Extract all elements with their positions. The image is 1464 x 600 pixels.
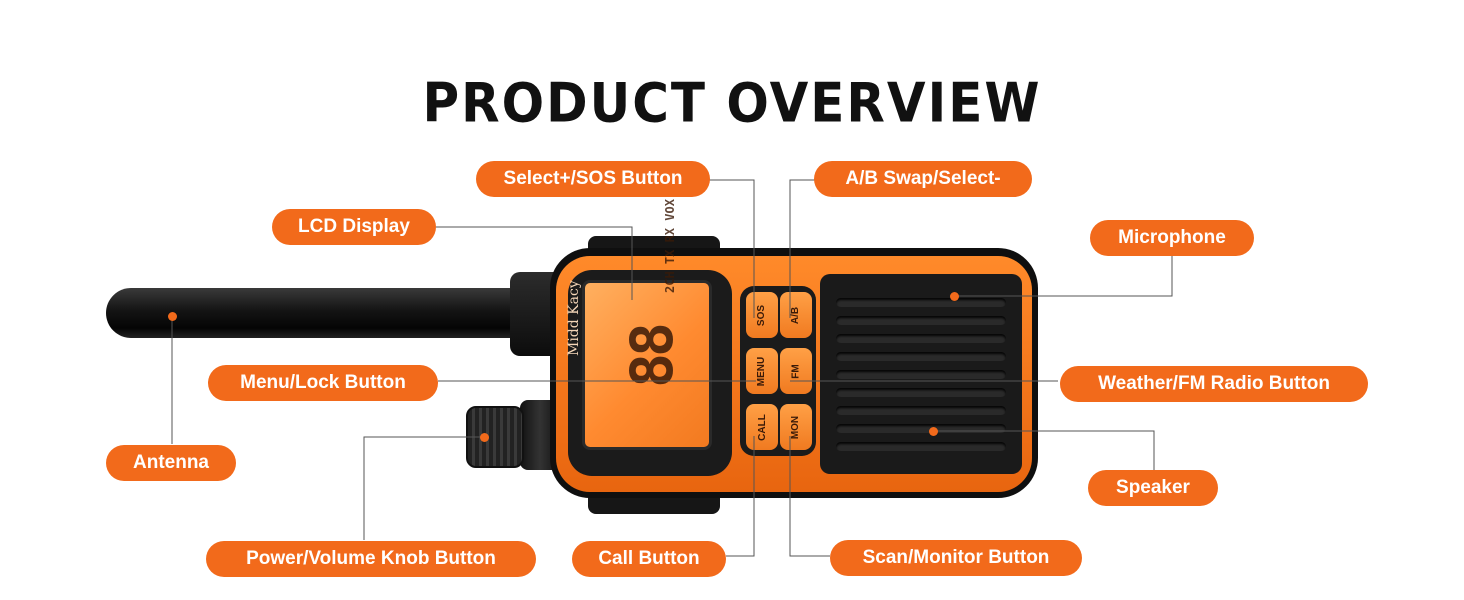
- menu-key: MENU: [746, 348, 778, 394]
- microphone-dot: [950, 292, 959, 301]
- speaker-grille-slot: [836, 406, 1006, 415]
- line-scan-monitor: [789, 436, 830, 557]
- speaker-grille-slot: [836, 316, 1006, 325]
- knob-dot: [480, 433, 489, 442]
- label-speaker: Speaker: [1088, 470, 1218, 506]
- speaker-grille-slot: [836, 334, 1006, 343]
- line-call: [726, 436, 755, 557]
- speaker-dot: [929, 427, 938, 436]
- label-select-sos: Select+/SOS Button: [476, 161, 710, 197]
- speaker-grille-slot: [836, 298, 1006, 307]
- label-antenna: Antenna: [106, 445, 236, 481]
- keypad: SOS A/B MENU FM CALL MON: [740, 286, 816, 456]
- speaker-grille-slot: [836, 388, 1006, 397]
- fm-key: FM: [780, 348, 812, 394]
- antenna: [106, 288, 546, 338]
- ab-key: A/B: [780, 292, 812, 338]
- speaker-grille-slot: [836, 370, 1006, 379]
- label-weather-fm: Weather/FM Radio Button: [1060, 366, 1368, 402]
- label-scan-monitor: Scan/Monitor Button: [830, 540, 1082, 576]
- sos-key: SOS: [746, 292, 778, 338]
- label-call-button: Call Button: [572, 541, 726, 577]
- label-power-volume: Power/Volume Knob Button: [206, 541, 536, 577]
- page-title: PRODUCT OVERVIEW: [422, 71, 1042, 135]
- mon-key: MON: [780, 404, 812, 450]
- call-key: CALL: [746, 404, 778, 450]
- line-microphone: [955, 256, 1173, 297]
- line-ab-swap: [789, 179, 816, 318]
- speaker-grille-slot: [836, 352, 1006, 361]
- label-microphone: Microphone: [1090, 220, 1254, 256]
- line-lcd: [436, 226, 633, 300]
- label-menu-lock: Menu/Lock Button: [208, 365, 438, 401]
- speaker-grille-slot: [836, 424, 1006, 433]
- line-select-sos: [708, 179, 755, 318]
- line-speaker: [934, 430, 1155, 470]
- label-ab-swap: A/B Swap/Select-: [814, 161, 1032, 197]
- label-lcd-display: LCD Display: [272, 209, 436, 245]
- antenna-dot: [168, 312, 177, 321]
- lcd-screen: 88 2CH TX RX VOX: [582, 199, 712, 450]
- speaker-grille-slot: [836, 442, 1006, 451]
- line-power-volume: [363, 436, 484, 540]
